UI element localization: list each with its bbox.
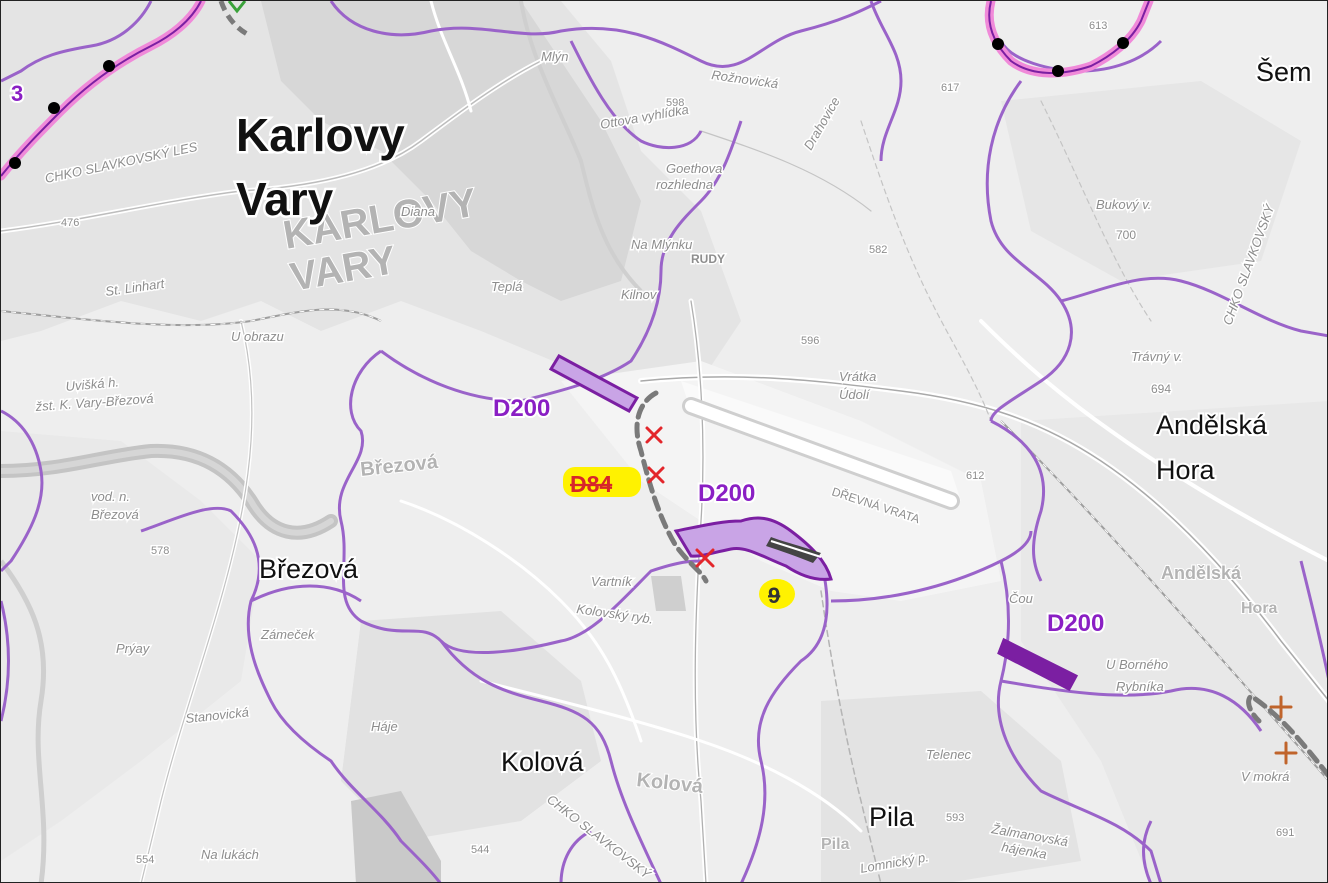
corridor-node-icon — [1052, 65, 1064, 77]
base-label-bukovy-v: Bukový v. — [1096, 197, 1151, 212]
base-label-ele-554: 554 — [136, 854, 154, 866]
base-label-ele-691: 691 — [1276, 827, 1294, 839]
code-nine[interactable]: 9 — [768, 583, 780, 608]
red-markers — [645, 426, 715, 568]
base-label-pila: Pila — [821, 836, 850, 853]
base-label-kilnov: Kilnov — [621, 287, 658, 302]
place-names: Karlovy Vary Březová Kolová Pila Andělsk… — [234, 54, 1314, 834]
base-label-ele-617: 617 — [941, 82, 959, 94]
place-hora[interactable]: Hora — [1154, 453, 1218, 487]
place-karlovy[interactable]: Karlovy — [234, 107, 408, 164]
base-label-ele-544: 544 — [471, 844, 489, 856]
base-label-uvisky: Uvišká h. — [65, 374, 120, 394]
base-label-goethova: Goethova — [666, 161, 722, 176]
base-label-hora: Hora — [1241, 600, 1278, 617]
place-kolova[interactable]: Kolová — [499, 745, 587, 779]
place-sem[interactable]: Šem — [1254, 54, 1314, 89]
base-label-ele-476: 476 — [61, 217, 79, 229]
plan-area-d200-c[interactable] — [997, 637, 1079, 692]
base-label-goethova-2: rozhledna — [656, 177, 713, 192]
base-label-na-lukach: Na lukách — [201, 847, 259, 862]
base-label-bukovy-h: 700 — [1116, 228, 1136, 242]
base-label-cou: Čou — [1009, 591, 1033, 606]
base-label-rybnika: Rybníka — [1116, 679, 1164, 694]
base-label-pyay: Prýay — [116, 641, 151, 656]
base-label-vratka: Vrátka — [839, 369, 876, 384]
base-label-zamecek: Zámeček — [260, 627, 316, 642]
base-label-vartnik: Vartník — [591, 574, 633, 589]
plan-area-d200-b[interactable] — [673, 516, 833, 581]
green-mark-icon — [227, 1, 247, 14]
base-label-mlyn: Mlýn — [541, 49, 568, 64]
rivers — [1, 1, 643, 882]
place-pila[interactable]: Pila — [867, 800, 917, 834]
plan-area-d200-a[interactable] — [548, 354, 640, 413]
base-label-tepla: Teplá — [491, 279, 522, 294]
base-label-u-borneho: U Borného — [1106, 657, 1168, 672]
code-d200-b[interactable]: D200 — [696, 478, 757, 509]
plan-areas — [548, 354, 1079, 692]
airport-runway — [682, 397, 960, 510]
code-d200-c[interactable]: D200 — [1045, 608, 1106, 639]
place-vary[interactable]: Vary — [234, 171, 337, 228]
plan-codes: D200 D200 D200 D84 9 — [491, 393, 1106, 639]
red-x-icon[interactable] — [695, 548, 715, 568]
base-label-ele-613: 613 — [1089, 20, 1107, 32]
place-andelska[interactable]: Andělská — [1154, 408, 1270, 442]
place-brezova[interactable]: Březová — [257, 552, 361, 586]
planned-corridor — [634, 390, 1327, 778]
base-label-vod-n-2: Březová — [91, 507, 139, 522]
pink-corridor — [1, 1, 1154, 181]
red-x-icon[interactable] — [647, 466, 665, 484]
base-label-ele-596: 596 — [801, 335, 819, 347]
orange-markers — [1269, 695, 1298, 765]
base-label-na-mlynku: Na Mlýnku — [631, 237, 692, 252]
corridor-node-icon — [992, 38, 1004, 50]
base-label-rudy: RUDY — [691, 252, 725, 266]
base-label-u-obrazu: U obrazu — [231, 329, 284, 344]
corridor-node-icon — [48, 102, 60, 114]
code-d200-a[interactable]: D200 — [491, 393, 552, 424]
base-label-vod-n: vod. n. — [91, 489, 130, 504]
code-edge-partial: 3 — [11, 81, 23, 106]
base-label-ele-578: 578 — [151, 545, 169, 557]
corridor-node-icon — [1117, 37, 1129, 49]
base-label-travny-h: 694 — [1151, 382, 1171, 396]
base-label-diana: Diana — [401, 204, 435, 219]
code-d84-highlight — [563, 467, 641, 497]
base-label-udoli: Údolí — [839, 387, 871, 402]
base-label-telenec: Telenec — [926, 747, 972, 762]
corridor-node-icon — [9, 157, 21, 169]
code-d84[interactable]: D84 — [570, 471, 612, 497]
base-label-v-mokra: V mokrá — [1241, 769, 1289, 784]
base-label-haje: Háje — [371, 719, 398, 734]
railway — [1, 308, 1327, 781]
code-nine-highlight — [759, 579, 795, 609]
base-label-ele-582: 582 — [869, 244, 887, 256]
orange-cross-icon[interactable] — [1269, 695, 1293, 719]
base-label-ele-593: 593 — [946, 812, 964, 824]
base-label-andelska: Andělská — [1161, 563, 1242, 583]
corridor-node-icon — [103, 60, 115, 72]
base-label-ele-598: 598 — [666, 97, 684, 109]
base-label-ele-612: 612 — [966, 470, 984, 482]
base-label-travny-v: Trávný v. — [1131, 349, 1183, 364]
orange-cross-icon[interactable] — [1274, 741, 1298, 765]
red-x-icon[interactable] — [645, 426, 663, 444]
